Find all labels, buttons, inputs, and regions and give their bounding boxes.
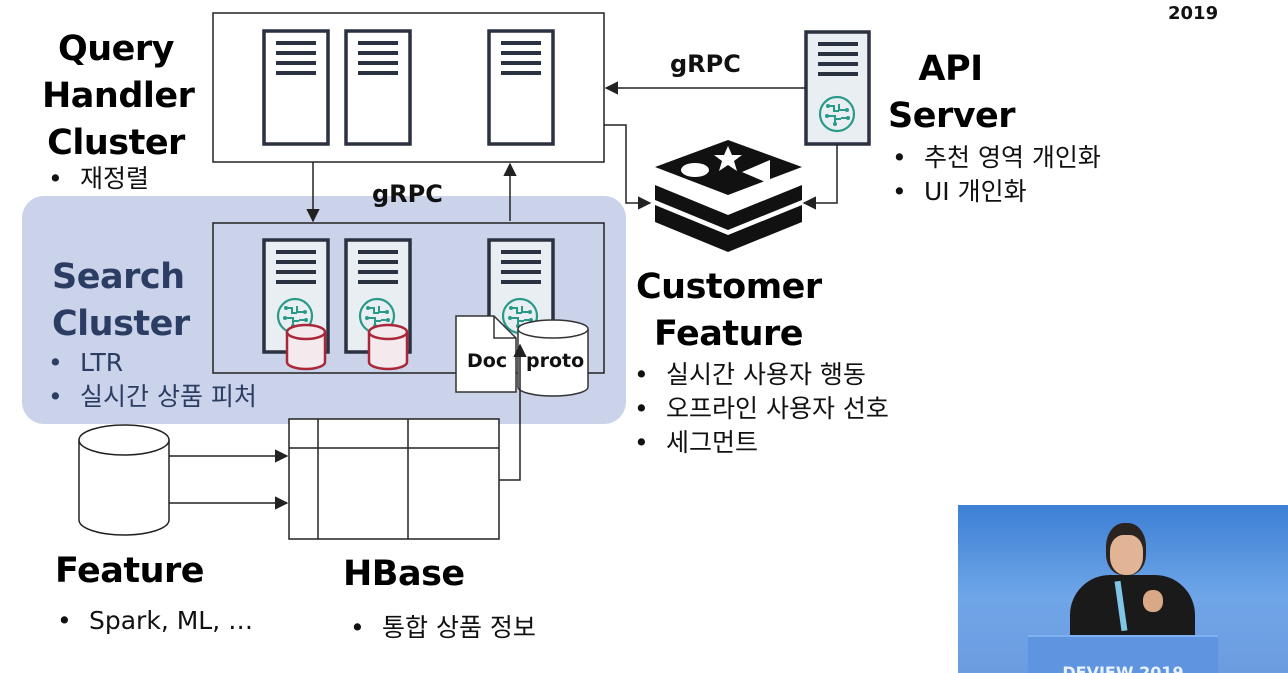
feature-title: Feature bbox=[55, 551, 205, 591]
hbase-table-icon bbox=[288, 418, 500, 540]
database-icon-red-1 bbox=[285, 323, 327, 371]
bullet-item: 실시간 상품 피처 bbox=[46, 380, 257, 414]
feature-database-icon bbox=[78, 424, 170, 536]
bullet-item: 세그먼트 bbox=[632, 426, 889, 460]
connector-arrows bbox=[169, 81, 838, 510]
title-line: Search bbox=[52, 257, 185, 297]
bullet-item: 추천 영역 개인화 bbox=[890, 141, 1101, 175]
hbase-bullets: 통합 상품 정보 bbox=[348, 611, 536, 645]
microphone-hand bbox=[1143, 590, 1163, 612]
title-line: Feature bbox=[654, 314, 804, 354]
bullet-item: 재정렬 bbox=[46, 162, 149, 196]
api-server-icon bbox=[804, 30, 871, 146]
podium-text: DEVIEW 2019 bbox=[1062, 663, 1184, 673]
proto-label: proto bbox=[526, 350, 585, 372]
customer-feature-title: Customer Feature bbox=[636, 264, 822, 358]
hbase-title: HBase bbox=[343, 554, 465, 594]
bullet-item: LTR bbox=[46, 346, 257, 380]
title-line: API bbox=[918, 49, 983, 89]
qh-server-3 bbox=[487, 29, 555, 146]
title-line: Cluster bbox=[47, 123, 185, 163]
customer-feature-stack-icon bbox=[655, 140, 802, 252]
bullet-item: 오프라인 사용자 선호 bbox=[632, 392, 889, 426]
qh-server-2 bbox=[344, 29, 412, 146]
title-line: Handler bbox=[42, 76, 195, 116]
bullet-item: UI 개인화 bbox=[890, 175, 1101, 209]
podium: DEVIEW 2019 bbox=[1028, 635, 1218, 673]
database-icon-red-2 bbox=[367, 323, 409, 371]
doc-file-icon bbox=[455, 315, 517, 393]
event-year-badge: 2019 bbox=[1168, 3, 1219, 24]
grpc-label-search: gRPC bbox=[372, 180, 443, 208]
speaker-face bbox=[1110, 535, 1143, 575]
doc-label: Doc bbox=[467, 350, 508, 372]
query-handler-bullets: 재정렬 bbox=[46, 162, 149, 196]
title-line: Customer bbox=[636, 267, 822, 307]
title-line: Cluster bbox=[52, 304, 190, 344]
title-line: Server bbox=[888, 96, 1016, 136]
bullet-item: Spark, ML, … bbox=[55, 604, 253, 638]
bullet-item: 통합 상품 정보 bbox=[348, 611, 536, 645]
search-cluster-bullets: LTR 실시간 상품 피처 bbox=[46, 346, 257, 414]
api-server-bullets: 추천 영역 개인화 UI 개인화 bbox=[890, 141, 1101, 209]
query-handler-title: Query Handler Cluster bbox=[42, 26, 195, 167]
qh-server-1 bbox=[262, 29, 330, 146]
search-cluster-title: Search Cluster bbox=[52, 254, 190, 348]
api-server-title: API Server bbox=[888, 46, 1016, 140]
speaker-body bbox=[1070, 575, 1195, 637]
customer-feature-bullets: 실시간 사용자 행동 오프라인 사용자 선호 세그먼트 bbox=[632, 358, 889, 460]
bullet-item: 실시간 사용자 행동 bbox=[632, 358, 889, 392]
grpc-label-api: gRPC bbox=[670, 50, 741, 78]
title-line: Query bbox=[58, 29, 174, 69]
feature-bullets: Spark, ML, … bbox=[55, 604, 253, 638]
speaker-video-inset: DEVIEW 2019 bbox=[958, 505, 1288, 673]
